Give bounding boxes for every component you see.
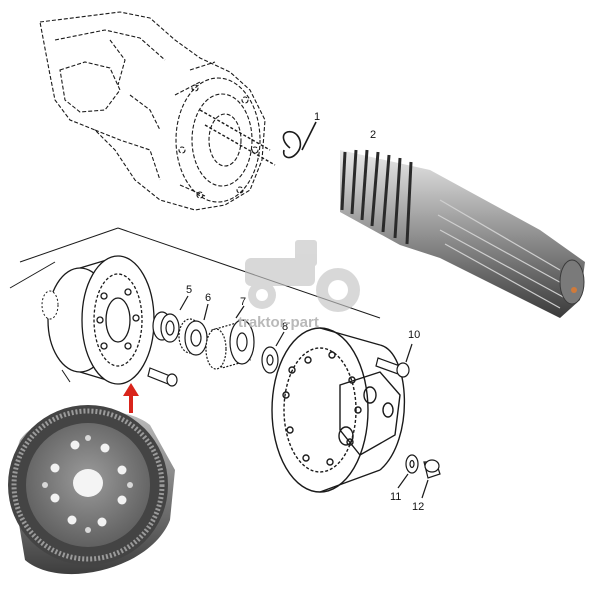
tractor-watermark-logo (245, 240, 360, 312)
planet-gear-part-7 (205, 305, 255, 370)
watermark-text: traktor-part (238, 314, 319, 331)
plug-part-12 (421, 459, 441, 499)
ring-gear-drawing (47, 255, 155, 385)
gear-part-6 (178, 303, 209, 356)
callout-11: 11 (390, 491, 401, 503)
callout-6: 6 (205, 292, 211, 304)
axle-housing-drawing (39, 11, 266, 211)
bearing-part-5 (152, 295, 189, 343)
washer-part-8 (261, 331, 285, 374)
ring-gear-leader (61, 369, 71, 383)
callout-1: 1 (314, 111, 320, 123)
callout-7: 7 (240, 296, 246, 308)
red-indicator-arrow (123, 383, 139, 413)
splined-shaft-photo (340, 149, 585, 318)
callout-12: 12 (412, 501, 424, 513)
axle-studs (199, 109, 276, 166)
bolt-part-10 (375, 343, 413, 378)
pinion-small-left (41, 290, 59, 320)
callout-2: 2 (370, 129, 376, 141)
callout-8: 8 (282, 321, 288, 333)
washer-part-11 (397, 454, 419, 489)
ring-gear-photo (8, 405, 175, 575)
callout-10: 10 (408, 329, 420, 341)
planet-carrier-hub-drawing (271, 327, 412, 493)
snap-ring-part-1 (282, 121, 317, 159)
callout-5: 5 (186, 284, 192, 296)
bolt-drawing (147, 367, 178, 387)
